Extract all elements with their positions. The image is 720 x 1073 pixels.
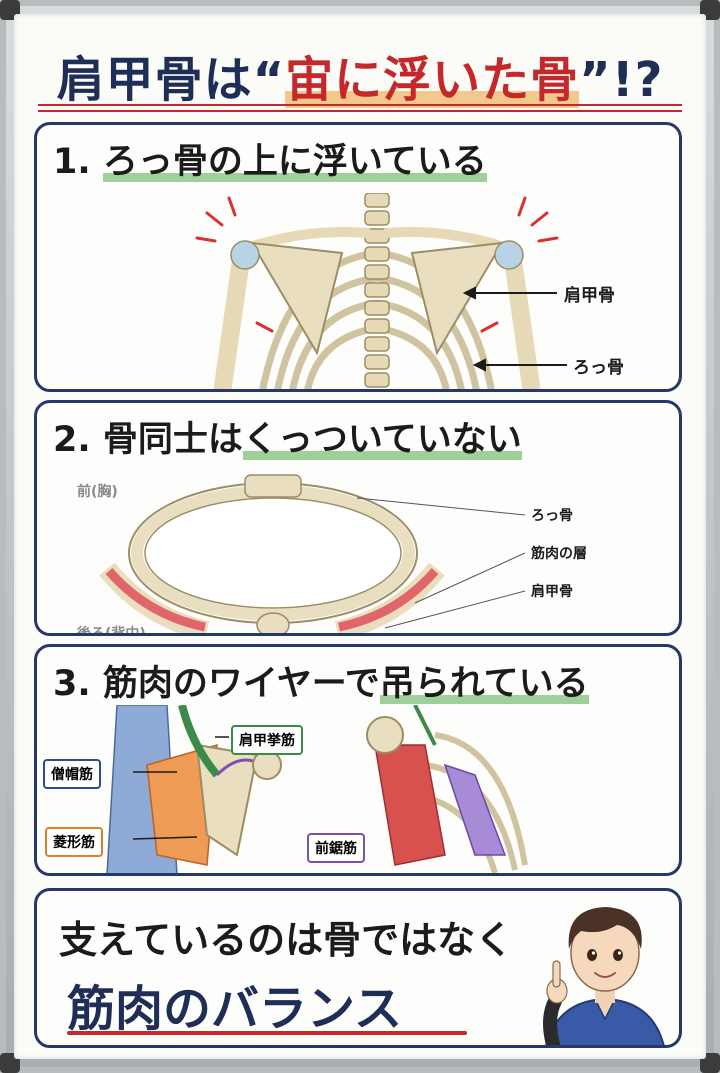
doctor-avatar — [543, 907, 665, 1045]
label-ribs: ろっ骨 — [573, 358, 624, 378]
label-trapezius: 僧帽筋 — [43, 759, 101, 789]
title-underline — [38, 104, 682, 106]
label-ribs-cross: ろっ骨 — [531, 508, 573, 524]
label-scapula-cross: 肩甲骨 — [531, 584, 573, 600]
section-2-heading: 2. 骨同士はくっついていない — [53, 420, 522, 460]
page-title: 肩甲骨は“宙に浮いた骨”!? — [56, 52, 664, 108]
conclusion-panel: 支えているのは骨ではなく 筋肉のバランス — [34, 888, 682, 1048]
muscle-side-illustration — [366, 705, 528, 873]
label-front-chest: 前(胸) — [77, 484, 118, 500]
cross-section-diagram — [99, 474, 526, 633]
label-serratus-anterior: 前鋸筋 — [307, 833, 365, 863]
muscle-back-illustration — [106, 705, 282, 873]
label-back: 後ろ(背中) — [77, 626, 146, 636]
section-3-heading: 3. 筋肉のワイヤーで吊られている — [53, 664, 589, 704]
section-2-panel: 2. 骨同士はくっついていない 前(胸) 後ろ(背中) ろっ骨 筋肉の層 肩甲骨 — [34, 400, 682, 636]
conclusion-underline — [67, 1031, 467, 1035]
pointer-arrows — [462, 286, 567, 372]
title-underline — [38, 110, 682, 112]
skeleton-back-illustration — [195, 193, 559, 389]
muscle-pointer-lines — [132, 736, 229, 840]
section-3-panel: 3. 筋肉のワイヤーで吊られている — [34, 644, 682, 876]
label-scapula: 肩甲骨 — [564, 286, 615, 306]
title-highlight: 宙に浮いた骨 — [285, 52, 580, 108]
section-1-heading: 1. ろっ骨の上に浮いている — [53, 142, 487, 182]
conclusion-line-1: 支えているのは骨ではなく — [59, 918, 514, 962]
label-muscle-layer: 筋肉の層 — [531, 546, 587, 562]
conclusion-line-2: 筋肉のバランス — [67, 981, 403, 1037]
label-levator-scapulae: 肩甲挙筋 — [231, 725, 303, 755]
whiteboard: 肩甲骨は“宙に浮いた骨”!? 1. ろっ骨の上に浮いている — [14, 14, 706, 1059]
section-1-panel: 1. ろっ骨の上に浮いている — [34, 122, 682, 392]
label-rhomboid: 菱形筋 — [45, 827, 103, 857]
